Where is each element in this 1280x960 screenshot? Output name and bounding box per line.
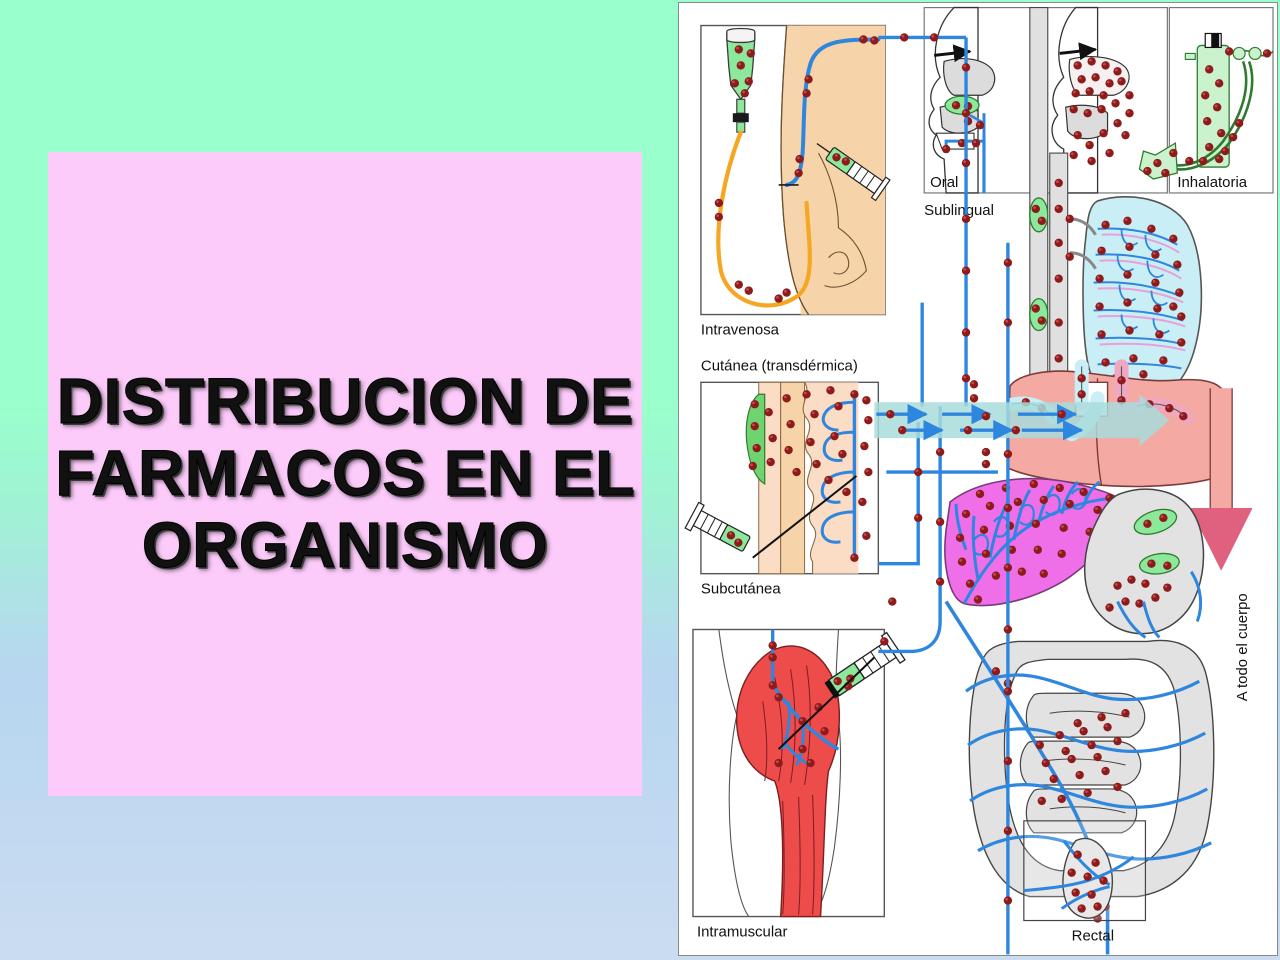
panel-inhalatoria: Inhalatoria <box>1138 6 1274 194</box>
panel-rectal: Rectal <box>1023 820 1147 944</box>
organ-liver <box>944 477 1131 607</box>
label-intravenosa: Intravenosa <box>701 321 780 338</box>
panel-intramuscular: Intramuscular <box>692 628 906 940</box>
page-title: DISTRIBUCION DE FARMACOS EN EL ORGANISMO <box>49 365 640 581</box>
title-line-1: DISTRIBUCION DE <box>56 365 634 438</box>
panel-cutanea-subcutanea: Cutánea (transdérmica) <box>684 357 880 598</box>
label-oral: Oral <box>930 174 958 191</box>
title-box: DISTRIBUCION DE FARMACOS EN EL ORGANISMO <box>48 152 642 796</box>
label-inhalatoria: Inhalatoria <box>1177 174 1247 191</box>
organ-intestines <box>944 600 1215 955</box>
label-a-todo-el-cuerpo: A todo el cuerpo <box>1234 593 1251 701</box>
panel-intravenosa: Intravenosa <box>700 24 891 338</box>
label-subcutanea: Subcutánea <box>701 581 781 598</box>
label-rectal: Rectal <box>1072 927 1114 944</box>
label-intramuscular: Intramuscular <box>697 923 788 940</box>
drug-distribution-diagram: Intravenosa Cutánea (transdérmica) <box>678 2 1278 956</box>
panel-oral-sublingual: Oral Sublingual <box>923 6 1045 219</box>
trachea-esophagus <box>1029 7 1069 387</box>
label-cutanea: Cutánea (transdérmica) <box>701 357 858 374</box>
organ-stomach <box>1083 488 1205 639</box>
label-a-todo-el-cuerpo-group: A todo el cuerpo <box>1234 593 1251 701</box>
systemic-flow-band <box>874 380 1170 469</box>
title-line-3: ORGANISMO <box>141 508 549 581</box>
label-sublingual: Sublingual <box>924 202 994 219</box>
title-line-2: FARMACOS EN EL <box>55 437 635 510</box>
organ-lung <box>1065 195 1203 404</box>
